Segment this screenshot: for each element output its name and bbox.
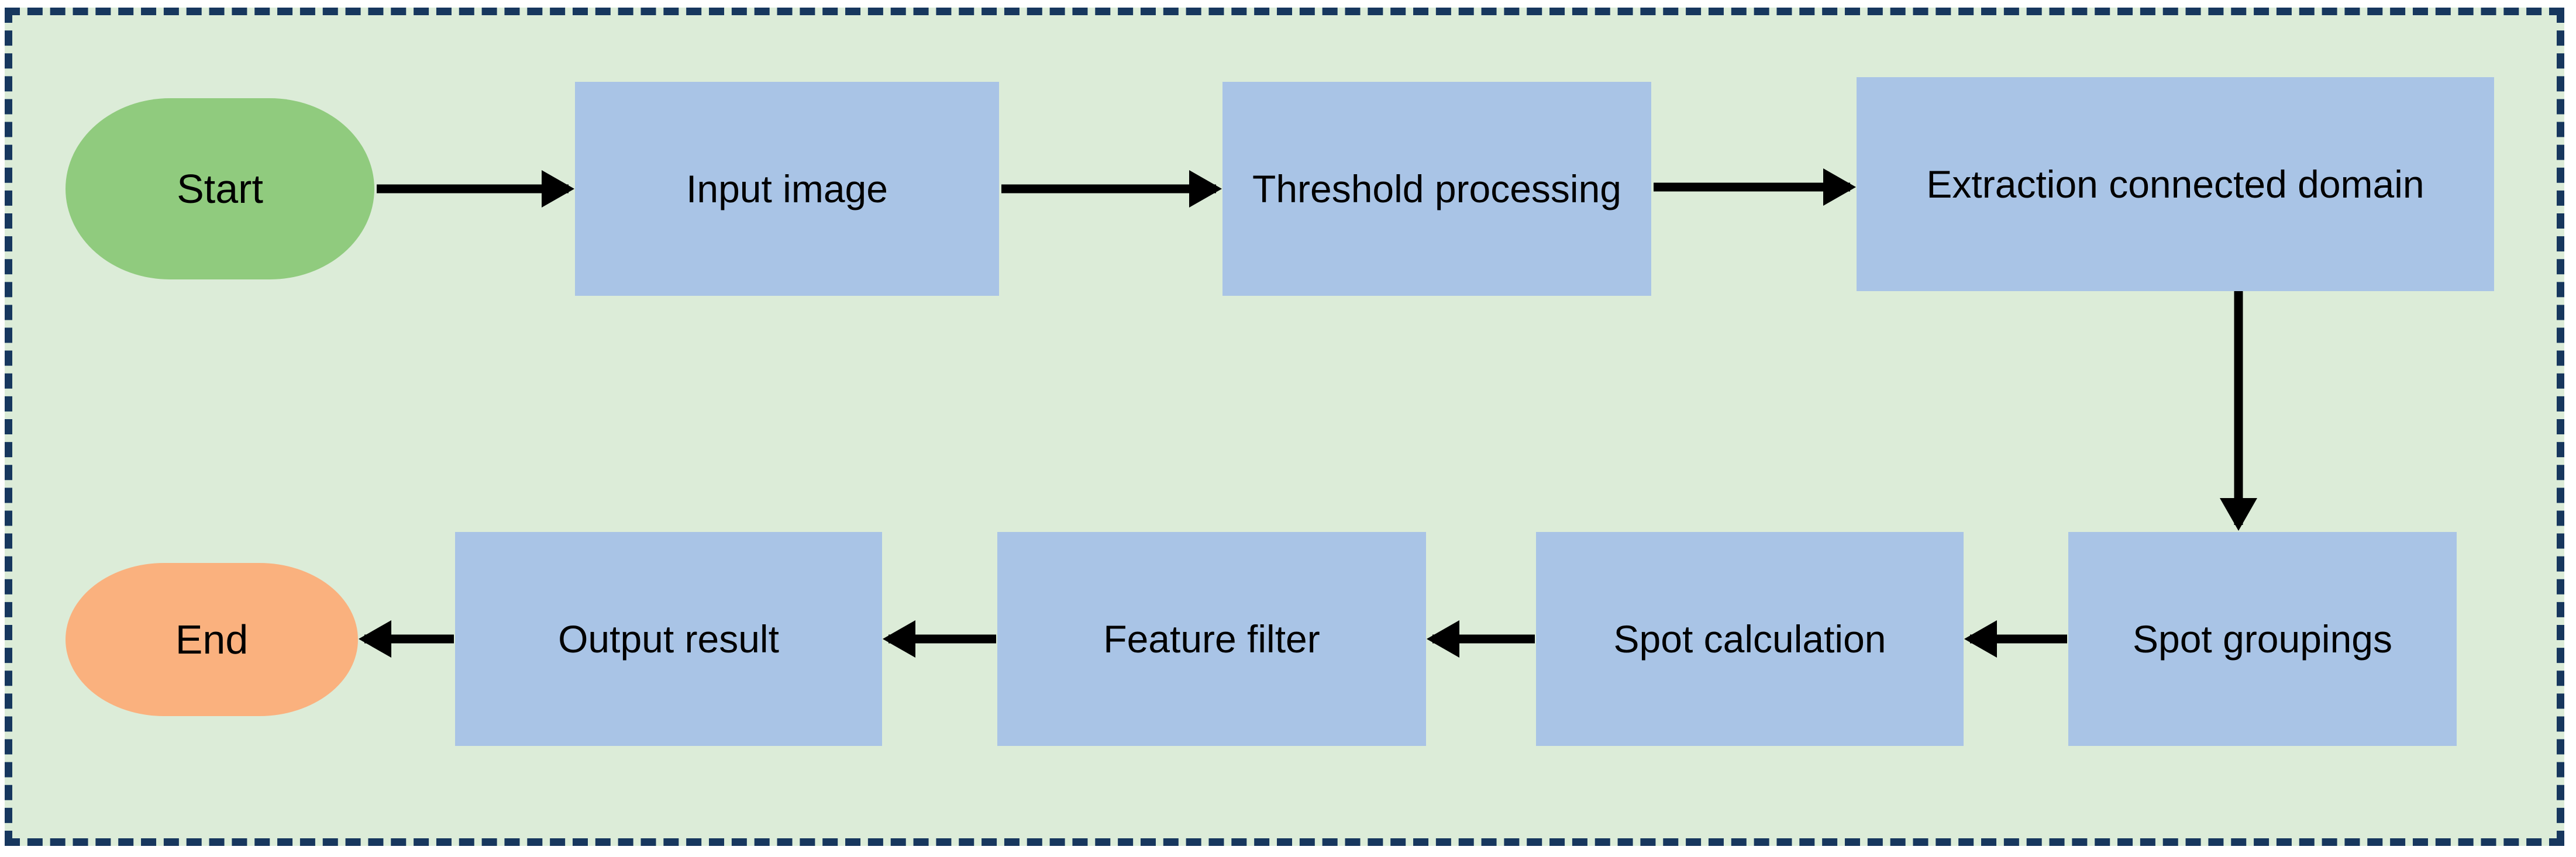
node-end: End bbox=[66, 563, 358, 716]
node-input-image: Input image bbox=[575, 82, 999, 296]
node-extraction-connected-domain-label: Extraction connected domain bbox=[1926, 162, 2425, 206]
node-start-label: Start bbox=[177, 165, 263, 212]
node-end-label: End bbox=[175, 616, 249, 662]
node-feature-filter: Feature filter bbox=[997, 532, 1426, 746]
node-threshold-processing-label: Threshold processing bbox=[1252, 167, 1621, 210]
node-input-image-label: Input image bbox=[686, 167, 888, 210]
node-spot-calculation: Spot calculation bbox=[1536, 532, 1964, 746]
node-spot-groupings: Spot groupings bbox=[2068, 532, 2457, 746]
node-spot-groupings-label: Spot groupings bbox=[2133, 617, 2392, 661]
node-feature-filter-label: Feature filter bbox=[1103, 617, 1320, 661]
node-output-result: Output result bbox=[455, 532, 882, 746]
node-spot-calculation-label: Spot calculation bbox=[1613, 617, 1886, 661]
node-threshold-processing: Threshold processing bbox=[1222, 82, 1651, 296]
node-start: Start bbox=[66, 98, 374, 279]
node-output-result-label: Output result bbox=[558, 617, 779, 661]
node-extraction-connected-domain: Extraction connected domain bbox=[1857, 77, 2494, 291]
